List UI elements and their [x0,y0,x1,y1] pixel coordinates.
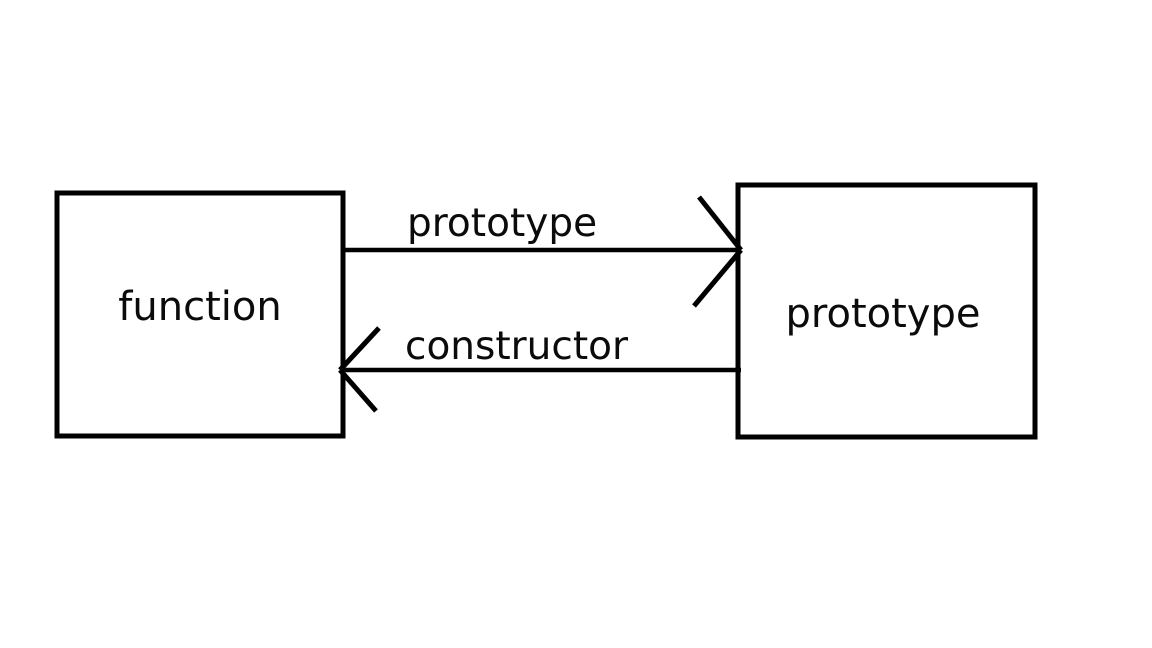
node-prototype-rect[interactable] [735,182,1038,440]
node-prototype[interactable]: prototype [735,182,1038,440]
edge-prototype-to-function[interactable]: constructor [338,324,741,413]
node-function[interactable]: function [54,190,346,439]
edge-function-to-prototype[interactable]: prototype [342,195,743,308]
edge-label-constructor: constructor [405,324,629,369]
node-function-label: function [118,284,281,330]
arrowhead-left-upper-wing-icon [338,326,381,372]
node-prototype-label: prototype [786,291,981,337]
node-function-rect[interactable] [54,190,346,439]
edge-label-prototype: prototype [407,201,597,246]
arrowhead-right-lower-wing-icon [692,248,743,308]
arrowhead-right-upper-wing-icon [697,195,743,252]
arrowhead-left-lower-wing-icon [338,368,378,413]
